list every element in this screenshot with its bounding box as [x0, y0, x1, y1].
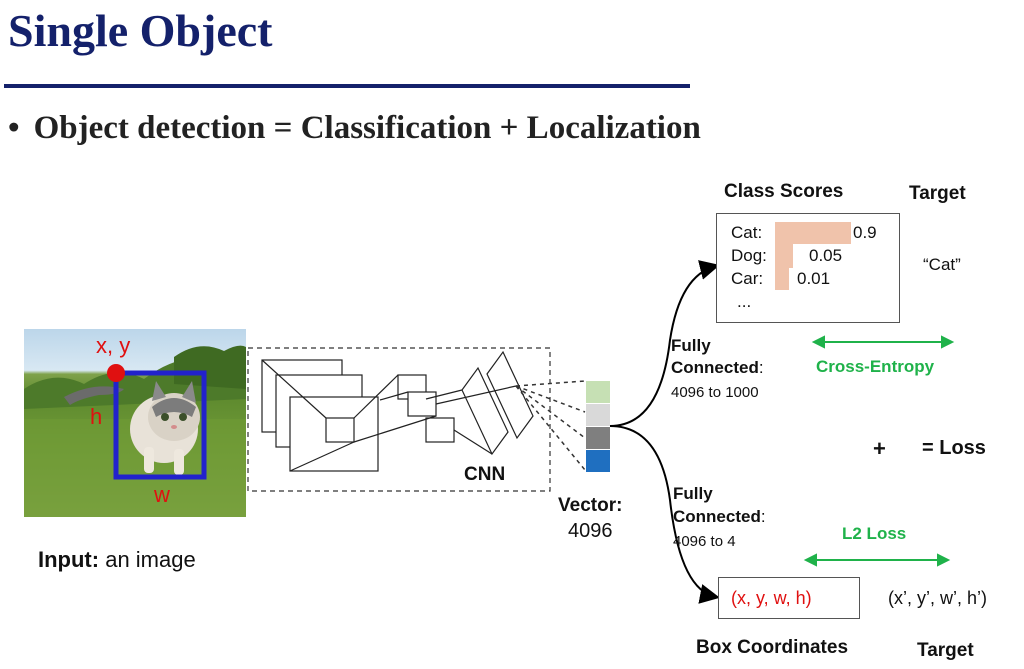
arrow-to-class-scores: [609, 260, 720, 427]
vector-label: Vector:: [558, 495, 623, 516]
score-label-dog: Dog:: [731, 246, 767, 265]
slide-title: Single Object: [8, 5, 273, 56]
fc-lower-connected: Connected: [673, 507, 761, 526]
score-bar-car: [775, 268, 789, 290]
input-caption-rest: an image: [99, 547, 196, 572]
score-label-cat: Cat:: [731, 223, 763, 242]
fc-upper-dims: 4096 to 1000: [671, 384, 759, 401]
w-label: w: [154, 482, 170, 507]
score-value-car: 0.01: [797, 269, 831, 288]
fc-upper-colon: :: [758, 358, 764, 377]
l2-loss-label: L2 Loss: [842, 524, 907, 543]
score-bar-dog: [775, 244, 793, 268]
h-label: h: [90, 404, 103, 429]
fc-lower-dims: 4096 to 4: [673, 533, 736, 550]
input-image-illustration: [24, 345, 246, 517]
class-scores-bars: [775, 222, 851, 290]
fc-upper-line2: Connected:: [671, 358, 764, 378]
fc-upper-connected: Connected: [671, 358, 759, 377]
title-underline: [4, 84, 690, 88]
input-caption: Input: an image: [38, 547, 196, 573]
cnn-layers: [261, 350, 534, 472]
feature-vector: [586, 381, 610, 472]
input-image: [24, 329, 246, 517]
plus-sign: +: [873, 436, 886, 461]
box-coordinates-title: Box Coordinates: [696, 637, 849, 658]
vector-size: 4096: [568, 520, 613, 542]
cross-entropy-label: Cross-Entropy: [816, 357, 935, 376]
fc-lower-colon: :: [760, 507, 766, 526]
box-target-title: Target: [917, 640, 974, 661]
class-target-value: “Cat”: [923, 255, 961, 274]
score-ellipsis: ...: [737, 292, 752, 311]
total-loss-label: = Loss: [922, 437, 986, 459]
score-bar-cat: [775, 222, 851, 244]
score-value-cat: 0.9: [853, 223, 877, 242]
bullet-text: Object detection = Classification + Loca…: [33, 110, 701, 146]
xy-label: x, y: [96, 333, 131, 358]
score-label-car: Car:: [731, 269, 764, 288]
fc-upper-line1: Fully: [671, 336, 711, 355]
score-value-dog: 0.05: [809, 246, 843, 265]
box-target-value: (x’, y’, w’, h’): [888, 588, 987, 608]
bullet-dot: •: [8, 110, 20, 146]
arrow-to-box-coordinates: [609, 425, 720, 604]
fc-lower-line1: Fully: [673, 484, 713, 503]
box-coordinates-value: (x, y, w, h): [731, 588, 812, 608]
class-scores-title: Class Scores: [724, 181, 844, 202]
cnn-label: CNN: [464, 464, 506, 485]
box-coordinates-box: (x, y, w, h): [718, 577, 860, 619]
class-target-title: Target: [909, 183, 966, 204]
bullet-point: • Object detection = Classification + Loc…: [8, 110, 701, 147]
class-scores-box: Cat: 0.9 Dog: 0.05 Car: 0.01 ...: [716, 213, 900, 323]
input-caption-bold: Input:: [38, 547, 100, 572]
fc-lower-line2: Connected:: [673, 507, 766, 527]
cnn-frame: [247, 347, 551, 492]
